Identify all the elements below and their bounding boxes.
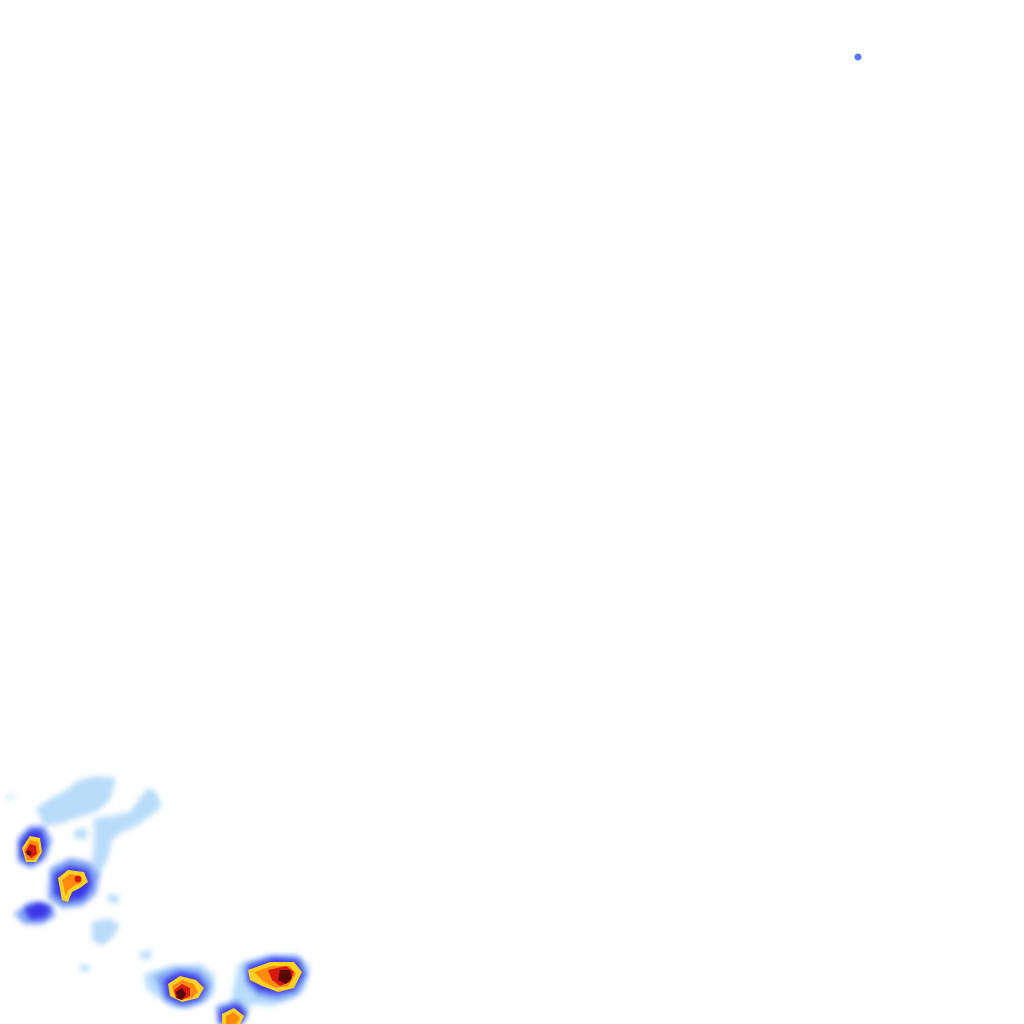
precip-extreme (26, 850, 292, 1000)
echo-dot (854, 53, 862, 61)
